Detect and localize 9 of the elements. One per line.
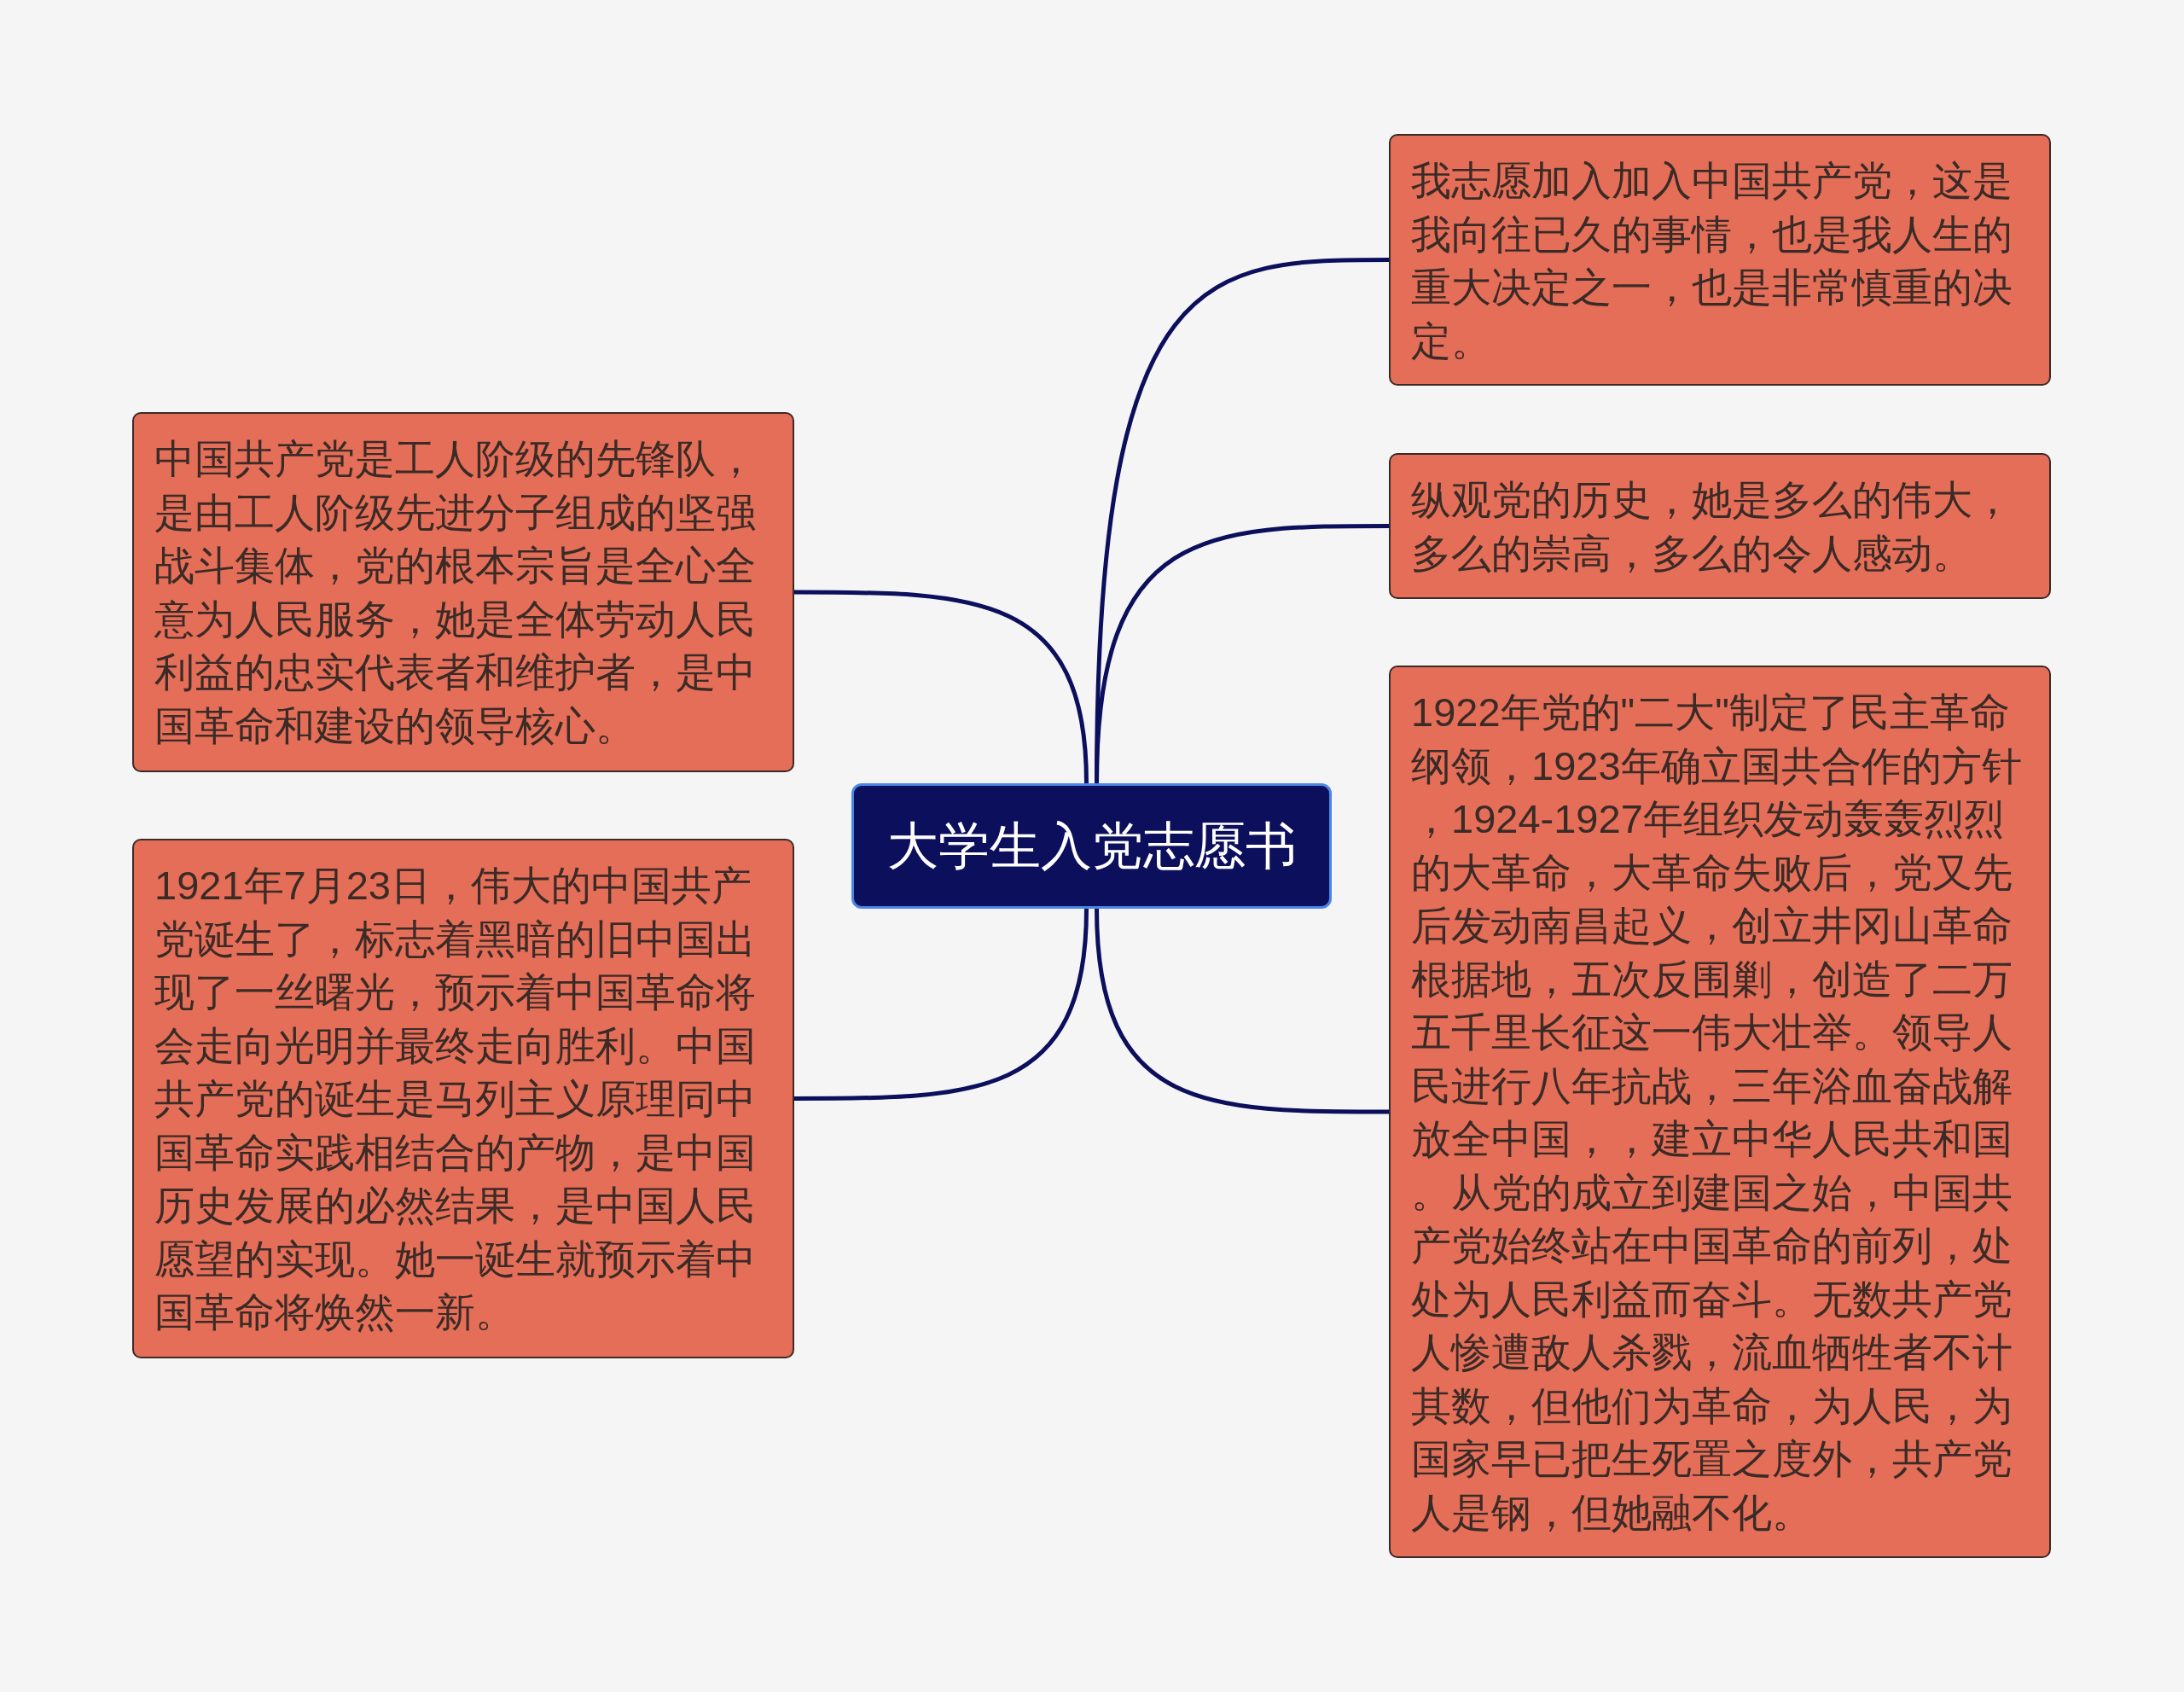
topic-card: 1922年党的"二大"制定了民主革命纲领，1923年确立国共合作的方针，1924-1927年组织发动轰轰烈烈的大革命，大革命失败后，党又先后发动南昌起义，创立井冈山革命根据地，五次反围剿，创造了二万五千里长征这一伟大壮举。领导人民进行八年抗战，三年浴血奋战解放全中国，，建立中华人民共和国。从党的成立到建国之始，中国共产党始终站在中国革命的前列，处处为人民利益而奋斗。无数共产党人惨遭敌人杀戮，流血牺牲者不计其数，但他们为革命，为人民，为国家早已把生死置之度外，共产党人是钢，但她融不化。 [1389,666,2051,1558]
topic-card: 1921年7月23日，伟大的中国共产党诞生了，标志着黑暗的旧中国出现了一丝曙光，预示着中国革命将会走向光明并最终走向胜利。中国共产党的诞生是马列主义原理同中国革命实践相结合的产物，是中国历史发展的必然结果，是中国人民愿望的实现。她一诞生就预示着中国革命将焕然一新。 [132,839,794,1358]
branch-line [794,590,1089,784]
branch-line [1095,908,1389,1114]
topic-card: 纵观党的历史，她是多么的伟大，多么的崇高，多么的令人感动。 [1389,453,2051,599]
topic-card: 我志愿加入加入中国共产党，这是我向往已久的事情，也是我人生的重大决定之一，也是非常慎重的决定。 [1389,134,2051,386]
branch-line [794,908,1089,1101]
central-topic: 大学生入党志愿书 [851,783,1332,909]
topic-card: 中国共产党是工人阶级的先锋队，是由工人阶级先进分子组成的坚强战斗集体，党的根本宗旨是全心全意为人民服务，她是全体劳动人民利益的忠实代表者和维护者，是中国革命和建设的领导核心。 [132,412,794,772]
